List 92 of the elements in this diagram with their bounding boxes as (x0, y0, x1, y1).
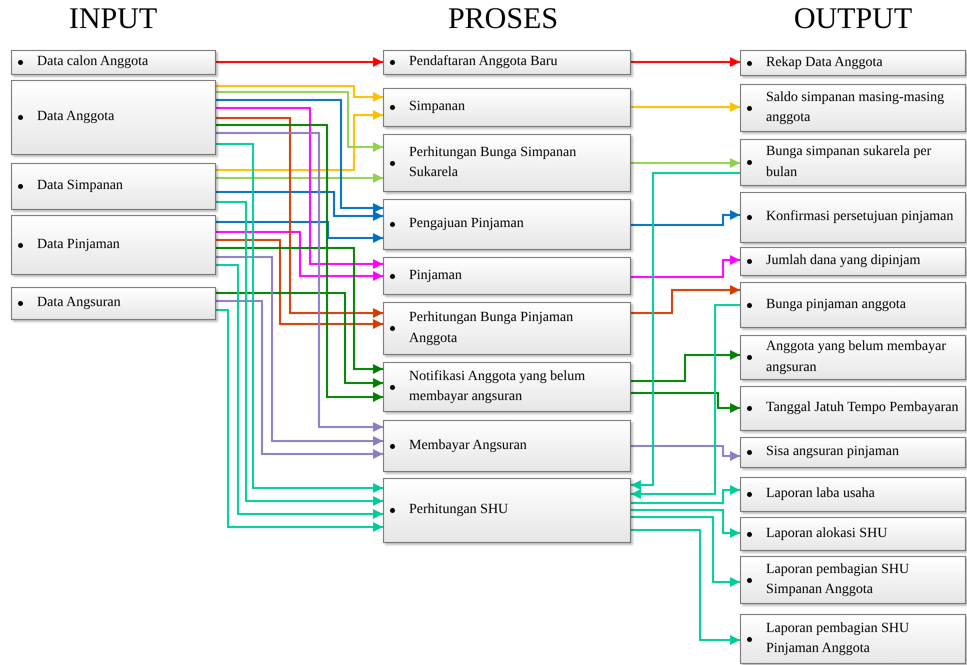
box-text: Pengajuan Pinjaman (409, 215, 524, 234)
arrow (216, 91, 383, 152)
arrow (631, 509, 740, 538)
arrow (631, 392, 740, 413)
box-text: Simpanan (409, 98, 465, 116)
box-text: Konfirmasi persetujuan pinjaman (766, 208, 954, 226)
arrow (631, 255, 740, 278)
box-text: Perhitungan Bunga Simpanan Sukarela (409, 144, 578, 182)
process-box (11, 287, 216, 320)
process-box (740, 386, 966, 431)
arrow (216, 57, 383, 67)
process-box (740, 556, 966, 604)
box-text: Perhitungan SHU (409, 501, 508, 520)
box-text: Laporan pembagian SHU Pinjaman Anggota (766, 620, 910, 658)
process-box (11, 50, 216, 75)
process-box (740, 192, 966, 243)
arrow (216, 247, 383, 374)
box-text: Pinjaman (409, 266, 462, 285)
box-text: Notifikasi Anggota yang belum membayar angsuran (409, 368, 586, 406)
process-box (740, 437, 966, 468)
process-box (740, 282, 966, 328)
column-heading: PROSES (448, 2, 558, 36)
arrow (631, 158, 740, 168)
process-box (11, 163, 216, 210)
arrow (216, 309, 383, 532)
column-heading: INPUT (68, 2, 158, 36)
arrow (216, 117, 383, 318)
process-box (383, 257, 631, 295)
process-box (383, 302, 631, 355)
box-text: Data Anggota (37, 108, 114, 126)
arrow (631, 516, 740, 587)
arrow (631, 172, 740, 490)
process-box (383, 478, 631, 543)
arrow (631, 445, 740, 461)
box-text: Data Pinjaman (37, 236, 120, 254)
process-box (11, 80, 216, 155)
arrow (216, 110, 383, 171)
box-text: Saldo simpanan masing-masing anggota (766, 88, 946, 127)
arrow (216, 256, 383, 446)
box-text: Jumlah dana yang dipinjam (766, 252, 920, 270)
box-text: Data Simpanan (37, 177, 123, 196)
process-box (740, 614, 966, 664)
box-text: Data Angsuran (37, 294, 121, 312)
arrow (631, 57, 740, 67)
box-text: Bunga pinjaman anggota (766, 296, 906, 314)
arrow (216, 191, 383, 221)
process-box (383, 50, 631, 75)
box-text: Rekap Data Anggota (766, 54, 883, 72)
process-box (383, 134, 631, 192)
process-box (11, 215, 216, 275)
arrow (216, 292, 383, 388)
process-box (740, 335, 966, 380)
box-text: Tanggal Jatuh Tempo Pembayaran (766, 399, 959, 418)
arrow (631, 304, 740, 499)
arrow (216, 107, 383, 269)
arrow (216, 201, 383, 506)
arrow (216, 264, 383, 519)
box-text: Data calon Anggota (37, 53, 148, 72)
box-text: Laporan pembagian SHU Simpanan Anggota (766, 560, 910, 599)
process-box (383, 199, 631, 250)
arrow (216, 85, 383, 102)
process-box (383, 88, 631, 127)
arrow (631, 350, 740, 382)
box-text: Laporan alokasi SHU (766, 524, 888, 543)
column-heading: OUTPUT (794, 2, 912, 36)
process-box (740, 477, 966, 512)
process-box (383, 362, 631, 412)
process-box (740, 50, 966, 76)
box-text: Perhitungan Bunga Pinjaman Anggota (409, 309, 574, 348)
arrow (216, 221, 383, 243)
process-box (740, 84, 966, 132)
arrow (631, 285, 740, 314)
box-text: Bunga simpanan sukarela per bulan (766, 143, 932, 182)
arrow (216, 99, 383, 213)
process-box (740, 517, 966, 551)
box-text: Sisa angsuran pinjaman (766, 443, 899, 462)
arrow (631, 529, 740, 645)
box-text: Anggota yang belum membayar angsuran (766, 338, 948, 376)
arrow (216, 143, 383, 493)
arrow (631, 485, 740, 504)
process-box (383, 420, 631, 472)
box-text: Pendaftaran Anggota Baru (409, 53, 558, 72)
box-text: Membayar Angsuran (409, 436, 527, 455)
arrow (631, 210, 740, 226)
arrow (216, 300, 383, 459)
arrow (216, 173, 383, 183)
process-box (740, 139, 966, 186)
process-box (740, 247, 966, 276)
arrow (216, 231, 383, 281)
box-text: Laporan laba usaha (766, 485, 875, 504)
arrow (216, 239, 383, 329)
arrow (631, 102, 740, 112)
